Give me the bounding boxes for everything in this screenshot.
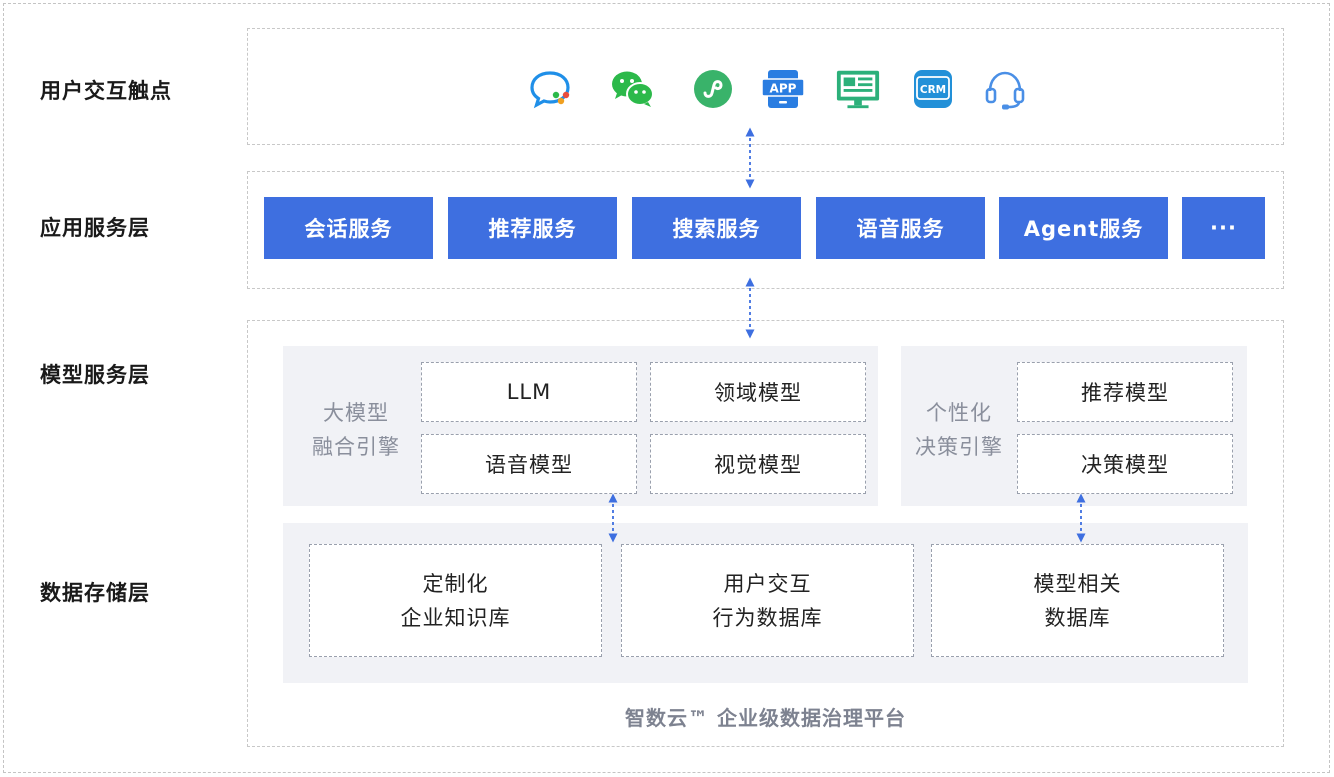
decision-engine-label: 个性化 决策引擎: [905, 396, 1013, 464]
service-more: ···: [1182, 197, 1265, 259]
svg-text:CRM: CRM: [920, 84, 946, 96]
layer-label-touchpoints: 用户交互触点: [40, 79, 172, 103]
llm-engine-label-line2: 融合引擎: [312, 435, 400, 459]
service-search: 搜索服务: [632, 197, 801, 259]
svg-text:APP: APP: [770, 82, 797, 96]
monitor-dashboard-icon: [835, 66, 881, 112]
model-decision: 决策模型: [1017, 434, 1233, 494]
layer-label-app-services: 应用服务层: [40, 216, 150, 240]
crm-icon: CRM: [910, 66, 956, 112]
decision-engine-label-line1: 个性化: [926, 401, 992, 425]
app-icon: APP: [760, 66, 806, 112]
model-recommend: 推荐模型: [1017, 362, 1233, 422]
data-store-model-line1: 模型相关: [1033, 571, 1122, 596]
touchpoints-box: [247, 28, 1284, 145]
platform-label: 智数云™ 企业级数据治理平台: [625, 706, 906, 730]
model-vision: 视觉模型: [650, 434, 866, 494]
data-store-model: 模型相关 数据库: [931, 544, 1224, 657]
model-domain: 领域模型: [650, 362, 866, 422]
llm-engine-label-line1: 大模型: [323, 401, 389, 425]
architecture-diagram-frame: [3, 3, 1330, 773]
llm-engine-label: 大模型 融合引擎: [300, 396, 412, 464]
decision-engine-label-line2: 决策引擎: [915, 435, 1003, 459]
service-agent: Agent服务: [999, 197, 1168, 259]
wechat-icon: [610, 66, 656, 112]
app-services-box: [247, 171, 1284, 289]
data-store-behavior-line1: 用户交互: [723, 571, 812, 596]
model-llm: LLM: [421, 362, 637, 422]
service-session: 会话服务: [264, 197, 433, 259]
service-recommend: 推荐服务: [448, 197, 617, 259]
headset-icon: [982, 66, 1028, 112]
chat-bubble-icon: [527, 66, 573, 112]
layer-label-model-services: 模型服务层: [40, 363, 150, 387]
data-store-model-line2: 数据库: [1044, 605, 1111, 630]
layer-label-data-storage: 数据存储层: [40, 581, 150, 605]
mini-program-icon: [690, 66, 736, 112]
data-store-knowledge-line1: 定制化: [422, 571, 489, 596]
service-voice: 语音服务: [816, 197, 985, 259]
data-store-knowledge: 定制化 企业知识库: [309, 544, 602, 657]
data-store-behavior: 用户交互 行为数据库: [621, 544, 914, 657]
data-store-knowledge-line2: 企业知识库: [400, 605, 511, 630]
model-voice: 语音模型: [421, 434, 637, 494]
model-data-box: [247, 320, 1284, 747]
data-store-behavior-line2: 行为数据库: [712, 605, 823, 630]
